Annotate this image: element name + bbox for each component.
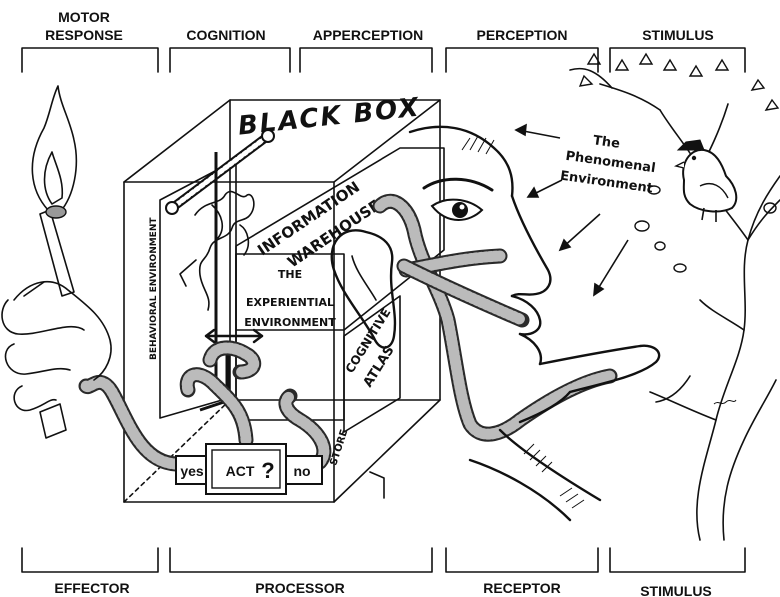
response-label: RESPONSE xyxy=(45,27,123,43)
perception-label: PERCEPTION xyxy=(476,27,567,43)
behavioral-environment-label: BEHAVIORAL ENVIRONMENT xyxy=(149,217,159,360)
experiential-line3: ENVIRONMENT xyxy=(244,316,336,329)
top-brackets xyxy=(22,48,745,72)
store-tube xyxy=(286,396,324,462)
flame-icon xyxy=(32,86,76,212)
no-label: no xyxy=(293,463,310,479)
question-mark: ? xyxy=(261,458,274,483)
experiential-line2: EXPERIENTIAL xyxy=(246,296,334,309)
effector-label: EFFECTOR xyxy=(54,580,129,596)
processor-label: PROCESSOR xyxy=(255,580,344,596)
act-label: ACT xyxy=(226,463,255,479)
bottom-brackets xyxy=(22,548,745,572)
artist-mark xyxy=(714,400,736,404)
experiential-line1: THE xyxy=(278,268,302,281)
eye-icon xyxy=(424,179,492,220)
receptor-tube-nose xyxy=(404,266,522,320)
apperception-label: APPERCEPTION xyxy=(313,27,423,43)
yes-label: yes xyxy=(180,463,204,479)
effector-tube xyxy=(86,382,176,464)
bird-icon xyxy=(676,140,736,222)
phenomenal-line1: The xyxy=(592,133,621,152)
cognition-label: COGNITION xyxy=(186,27,265,43)
store-label: STORE xyxy=(328,428,350,467)
stimulus-top-label: STIMULUS xyxy=(642,27,714,43)
double-arrow-icon xyxy=(206,330,262,342)
motor-label: MOTOR xyxy=(58,9,110,25)
receptor-label: RECEPTOR xyxy=(483,580,561,596)
hand-icon xyxy=(2,282,111,438)
stimulus-bottom-label: STIMULUS xyxy=(640,583,712,597)
